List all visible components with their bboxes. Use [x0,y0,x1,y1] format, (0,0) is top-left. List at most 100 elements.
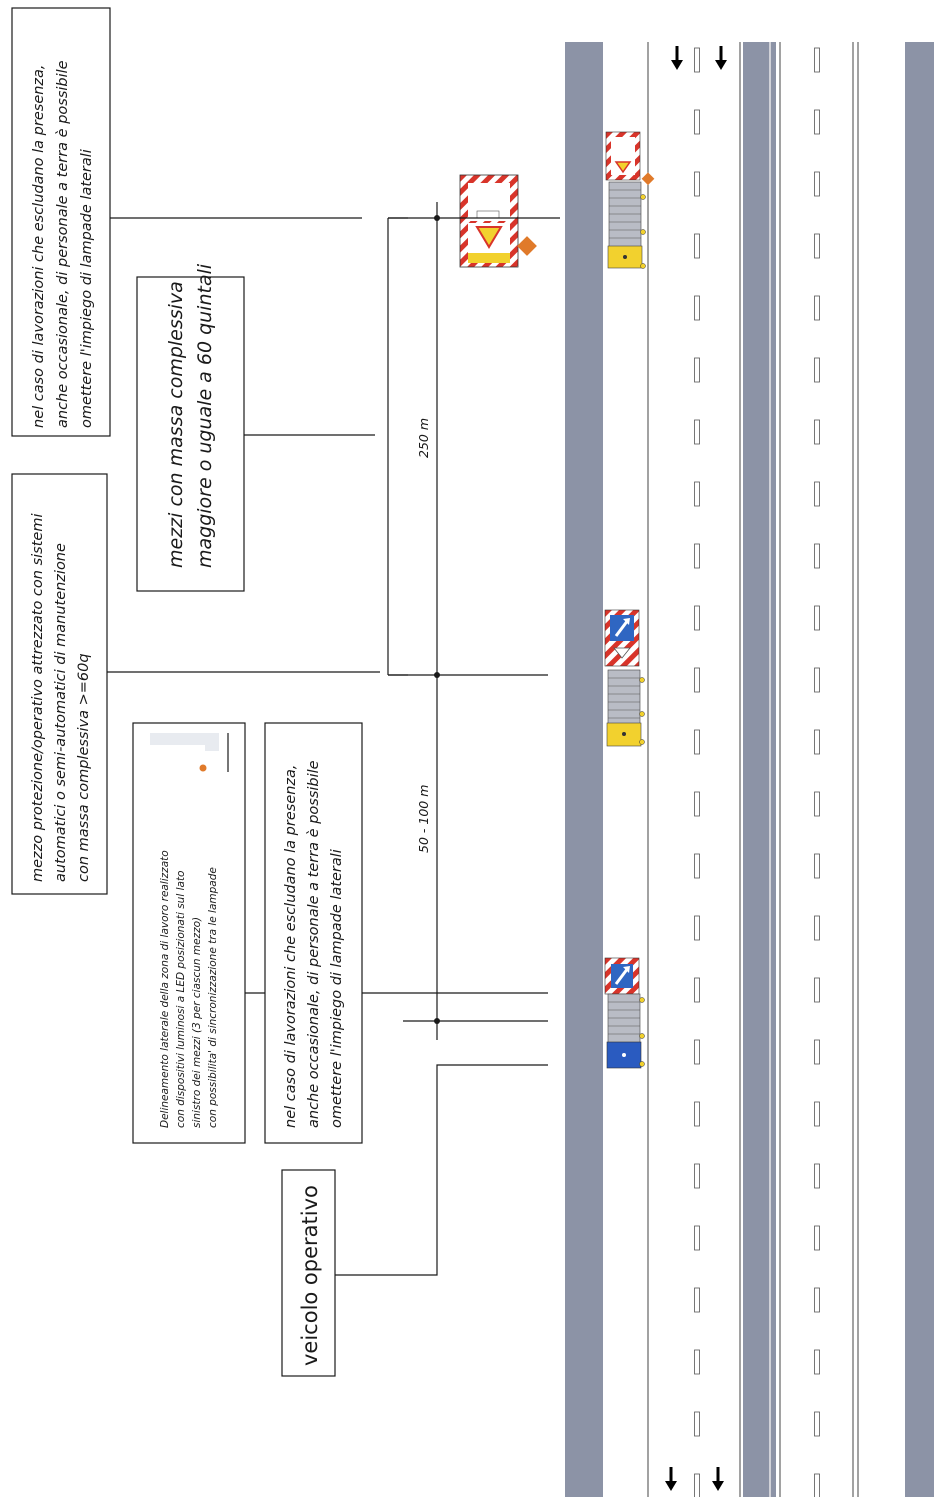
lane-dash [814,295,820,321]
led-lamp-icon [517,236,537,256]
lane-dash [694,1225,700,1251]
lane-dash [694,233,700,259]
vehicle-middle [604,609,645,747]
lane-dash [694,357,700,383]
road [565,42,934,1497]
warning-panel-detail [459,174,537,268]
lane-dash [694,1163,700,1189]
dimension-ticks [434,215,440,1024]
note-mass-box: mezzi con massa complessiva maggiore o u… [136,263,245,592]
note-top-box: nel caso di lavorazioni che escludano la… [11,7,111,437]
lane-dash [814,233,820,259]
note-bottom-line3: omettere l'impiego di lampade laterali [329,849,345,1128]
lane-dash [814,419,820,445]
note-delineation-line1: Delineamento laterale della zona di lavo… [159,850,171,1128]
vehicle-cargo [607,669,641,729]
operative-vehicle-label: veicolo operativo [298,1185,322,1366]
vehicle-top [605,131,655,269]
note-top-line1: nel caso di lavorazioni che escludano la… [31,64,47,428]
lane-dash [694,977,700,1003]
lane-dash [694,481,700,507]
lane-dash [694,171,700,197]
note-delineation-line3: sinistro dei mezzi (3 per ciascun mezzo) [191,917,203,1128]
lane-dash [694,853,700,879]
lane-dash [814,1473,820,1497]
led-lamp-icon [639,997,645,1003]
road-median [743,42,776,1497]
led-lamp-icon [199,764,207,772]
note-mass-line1: mezzi con massa complessiva [165,281,187,568]
lane-dash [814,1287,820,1313]
lane-dash [814,1039,820,1065]
led-lamp-icon [639,677,645,683]
vehicle-cargo [607,993,641,1047]
note-protection-line1: mezzo protezione/operativo attrezzato co… [30,514,46,882]
led-lamp-icon [640,194,646,200]
lane-dash [814,109,820,135]
lane-dash [694,915,700,941]
vehicle-operative [604,957,645,1069]
note-mass-line2: maggiore o uguale a 60 quintali [194,263,216,568]
lane-dash [814,1163,820,1189]
lane-dash [814,1101,820,1127]
lane-dash [814,667,820,693]
dimension-lines [387,202,560,1040]
lane-dash [694,791,700,817]
lane-dash [694,605,700,631]
lane-dash [814,1225,820,1251]
distance-250-label: 250 m [416,418,431,458]
lane-dash [694,667,700,693]
lane-dash [694,109,700,135]
note-bottom-line1: nel caso di lavorazioni che escludano la… [283,764,299,1128]
note-bottom-box: nel caso di lavorazioni che escludano la… [264,722,363,1144]
lane-dash [814,1349,820,1375]
led-lamp-icon [639,711,645,717]
led-lamp-icon [639,739,645,745]
arrow-down-icon [715,46,727,70]
lane-dash [814,853,820,879]
lane-dash [814,543,820,569]
lane-dash [694,1039,700,1065]
lane-dash [694,1101,700,1127]
note-bottom-line2: anche occasionale, di personale a terra … [306,760,322,1128]
led-lamp-icon [639,1033,645,1039]
lane-dash [814,357,820,383]
note-delineation-box: Delineamento laterale della zona di lavo… [132,722,246,1144]
road-lanes [603,42,743,1497]
road-shoulder-left [565,42,603,1497]
lane-dash [814,47,820,73]
leader-lines [107,217,548,1276]
lane-dash [814,605,820,631]
lane-dash [694,295,700,321]
led-lamp-icon [640,229,646,235]
arrow-down-icon [671,46,683,70]
lane-dash [814,171,820,197]
note-delineation-line4: con possibilita' di sincronizzazione tra… [207,867,219,1128]
lane-dash [814,915,820,941]
note-top-line3: omettere l'impiego di lampade laterali [79,149,95,428]
note-top-line2: anche occasionale, di personale a terra … [55,60,71,428]
lane-dash [814,791,820,817]
lane-dash [694,1473,700,1497]
lane-dash [694,1287,700,1313]
lane-dash [694,47,700,73]
note-protection-line2: automatici o semi-automatici di manutenz… [53,543,69,882]
lamp-legend-icon [150,733,229,772]
operative-vehicle-box: veicolo operativo [281,1169,336,1377]
lane-dash [814,1411,820,1437]
led-lamp-icon [639,1061,645,1067]
led-lamp-icon [640,263,646,269]
vehicle-cargo [608,181,642,251]
lane-dashes [694,47,820,1497]
distance-50-100-label: 50 - 100 m [416,785,431,853]
lane-dash [694,1349,700,1375]
lane-dash [694,729,700,755]
note-delineation-line2: con dispositivi luminosi a LED posiziona… [175,871,187,1129]
lane-dash [814,729,820,755]
note-protection-line3: con massa complessiva >=60q [76,653,92,882]
lane-dash [694,1411,700,1437]
lane-dash [814,481,820,507]
lane-dash [694,419,700,445]
road-shoulder-right [905,42,934,1497]
arrow-down-icon [712,1467,724,1491]
